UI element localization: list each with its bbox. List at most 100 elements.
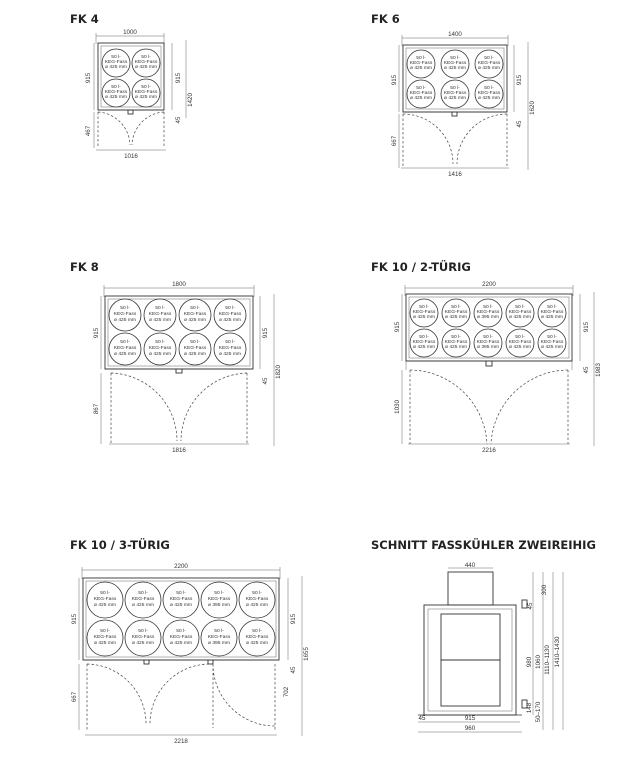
keg-label: KEG-Fass	[219, 345, 242, 351]
fk4-dim-1420: 1420	[187, 93, 194, 107]
keg-label: KEG-Fass	[541, 309, 564, 315]
keg-label: KEG-Fass	[413, 339, 436, 345]
fk4-title: FK 4	[70, 12, 99, 26]
keg-label: KEG-Fass	[541, 339, 564, 345]
keg-label: 50 l-	[111, 54, 121, 60]
fk10-3door-dim-915a: 915	[71, 613, 78, 624]
fk6-dim-915b: 915	[516, 74, 523, 85]
keg-label: 50 l-	[419, 304, 429, 310]
keg-label: KEG-Fass	[105, 89, 128, 95]
keg-label: KEG-Fass	[94, 634, 117, 640]
keg-label: ø 425 mm	[114, 317, 136, 323]
fk10-3door-dim-1655: 1655	[303, 647, 310, 661]
fk4-dim-915b: 915	[175, 72, 182, 83]
keg-label: 50 l-	[252, 590, 262, 596]
keg-label: KEG-Fass	[135, 89, 158, 95]
keg-label: KEG-Fass	[246, 596, 269, 602]
keg-label: ø 395 mm	[208, 602, 230, 608]
section-title: SCHNITT FASSKÜHLER ZWEIREIHIG	[371, 537, 596, 552]
keg-label: KEG-Fass	[132, 596, 155, 602]
fk4-dim-467: 467	[85, 125, 92, 136]
keg-label: KEG-Fass	[149, 345, 172, 351]
keg-label: ø 425 mm	[444, 95, 466, 101]
section-dim-440: 440	[465, 562, 476, 569]
keg-label: KEG-Fass	[114, 345, 137, 351]
keg-label: 50 l-	[547, 304, 557, 310]
section-dim-1110: 1110–1130	[544, 645, 551, 675]
fk10-2door-drawing: FK 10 / 2-TÜRIG 2200 915 915 1983 45 103…	[371, 259, 602, 454]
keg-label: 50 l-	[120, 339, 130, 345]
keg-label: ø 395 mm	[477, 344, 499, 350]
fk4-kegs: 50 l- KEG-Fass ø 425 mm 50 l- KEG-Fass ø…	[101, 48, 161, 108]
keg-label: 50 l-	[190, 339, 200, 345]
fk6-width-dim: 1400	[448, 31, 462, 38]
keg-label: ø 425 mm	[94, 640, 116, 646]
keg-label: 50 l-	[176, 590, 186, 596]
keg-label: 50 l-	[214, 628, 224, 634]
keg-label: 50 l-	[176, 628, 186, 634]
fk8-dim-45: 45	[262, 377, 269, 384]
keg-label: ø 425 mm	[170, 602, 192, 608]
keg-label: 50 l-	[547, 334, 557, 340]
keg-label: ø 395 mm	[208, 640, 230, 646]
keg-label: 50 l-	[515, 304, 525, 310]
keg-label: ø 425 mm	[132, 602, 154, 608]
keg-label: 50 l-	[100, 590, 110, 596]
fk10-2door-dim-915a: 915	[394, 321, 401, 332]
keg-label: KEG-Fass	[114, 311, 137, 317]
section-dim-300: 300	[541, 584, 548, 595]
fk10-3door-kegs: 50 l- KEG-Fass ø 425 mm 50 l- KEG-Fass ø…	[86, 581, 276, 657]
keg-label: ø 425 mm	[509, 344, 531, 350]
fk8-dim-867: 867	[93, 403, 100, 414]
keg-label: ø 425 mm	[445, 314, 467, 320]
keg-label: 50 l-	[225, 305, 235, 311]
keg-label: ø 425 mm	[105, 94, 127, 100]
fk10-3door-dim-702: 702	[283, 686, 290, 697]
keg-label: KEG-Fass	[477, 309, 500, 315]
keg-label: KEG-Fass	[132, 634, 155, 640]
keg-label: KEG-Fass	[149, 311, 172, 317]
keg-label: KEG-Fass	[246, 634, 269, 640]
keg-label: 50 l-	[484, 55, 494, 61]
keg-label: 50 l-	[450, 55, 460, 61]
section-dim-1410: 1410–1430	[554, 636, 561, 668]
fk8-width-dim: 1800	[172, 281, 186, 288]
keg-label: ø 425 mm	[413, 344, 435, 350]
section-top-unit	[447, 571, 494, 606]
fk8-dim-1820: 1820	[275, 365, 282, 379]
keg-label: 50 l-	[483, 334, 493, 340]
section-dim-1060: 1060	[535, 655, 542, 669]
keg-label: KEG-Fass	[478, 90, 501, 96]
keg-label: 50 l-	[138, 590, 148, 596]
keg-label: 50 l-	[120, 305, 130, 311]
section-dim-148: 148	[526, 702, 533, 713]
fk8-dim-915a: 915	[93, 327, 100, 338]
section-upper-compartment	[440, 613, 501, 661]
keg-label: KEG-Fass	[478, 60, 501, 66]
fk10-3door-dim-2218: 2218	[174, 738, 188, 745]
keg-label: ø 425 mm	[219, 317, 241, 323]
keg-label: 50 l-	[483, 304, 493, 310]
fk4-drawing: FK 4 1000 915 915 1420 45 467 1016 50	[70, 12, 194, 160]
keg-label: ø 425 mm	[135, 94, 157, 100]
keg-label: KEG-Fass	[219, 311, 242, 317]
fk10-2door-dim-1030: 1030	[394, 400, 401, 414]
keg-label: ø 425 mm	[149, 351, 171, 357]
keg-label: 50 l-	[100, 628, 110, 634]
fk4-dim-915a: 915	[85, 72, 92, 83]
section-dim-980: 980	[526, 656, 533, 667]
keg-label: ø 425 mm	[105, 64, 127, 70]
fk10-2door-dim-1983: 1983	[595, 363, 602, 377]
keg-label: 50 l-	[450, 85, 460, 91]
keg-label: ø 425 mm	[184, 317, 206, 323]
keg-label: ø 425 mm	[410, 95, 432, 101]
keg-label: 50 l-	[416, 55, 426, 61]
keg-label: ø 425 mm	[541, 344, 563, 350]
keg-label: KEG-Fass	[413, 309, 436, 315]
keg-label: KEG-Fass	[445, 309, 468, 315]
keg-label: 50 l-	[225, 339, 235, 345]
keg-label: ø 425 mm	[478, 95, 500, 101]
keg-label: ø 395 mm	[477, 314, 499, 320]
fk4-dim-1016: 1016	[124, 153, 138, 160]
